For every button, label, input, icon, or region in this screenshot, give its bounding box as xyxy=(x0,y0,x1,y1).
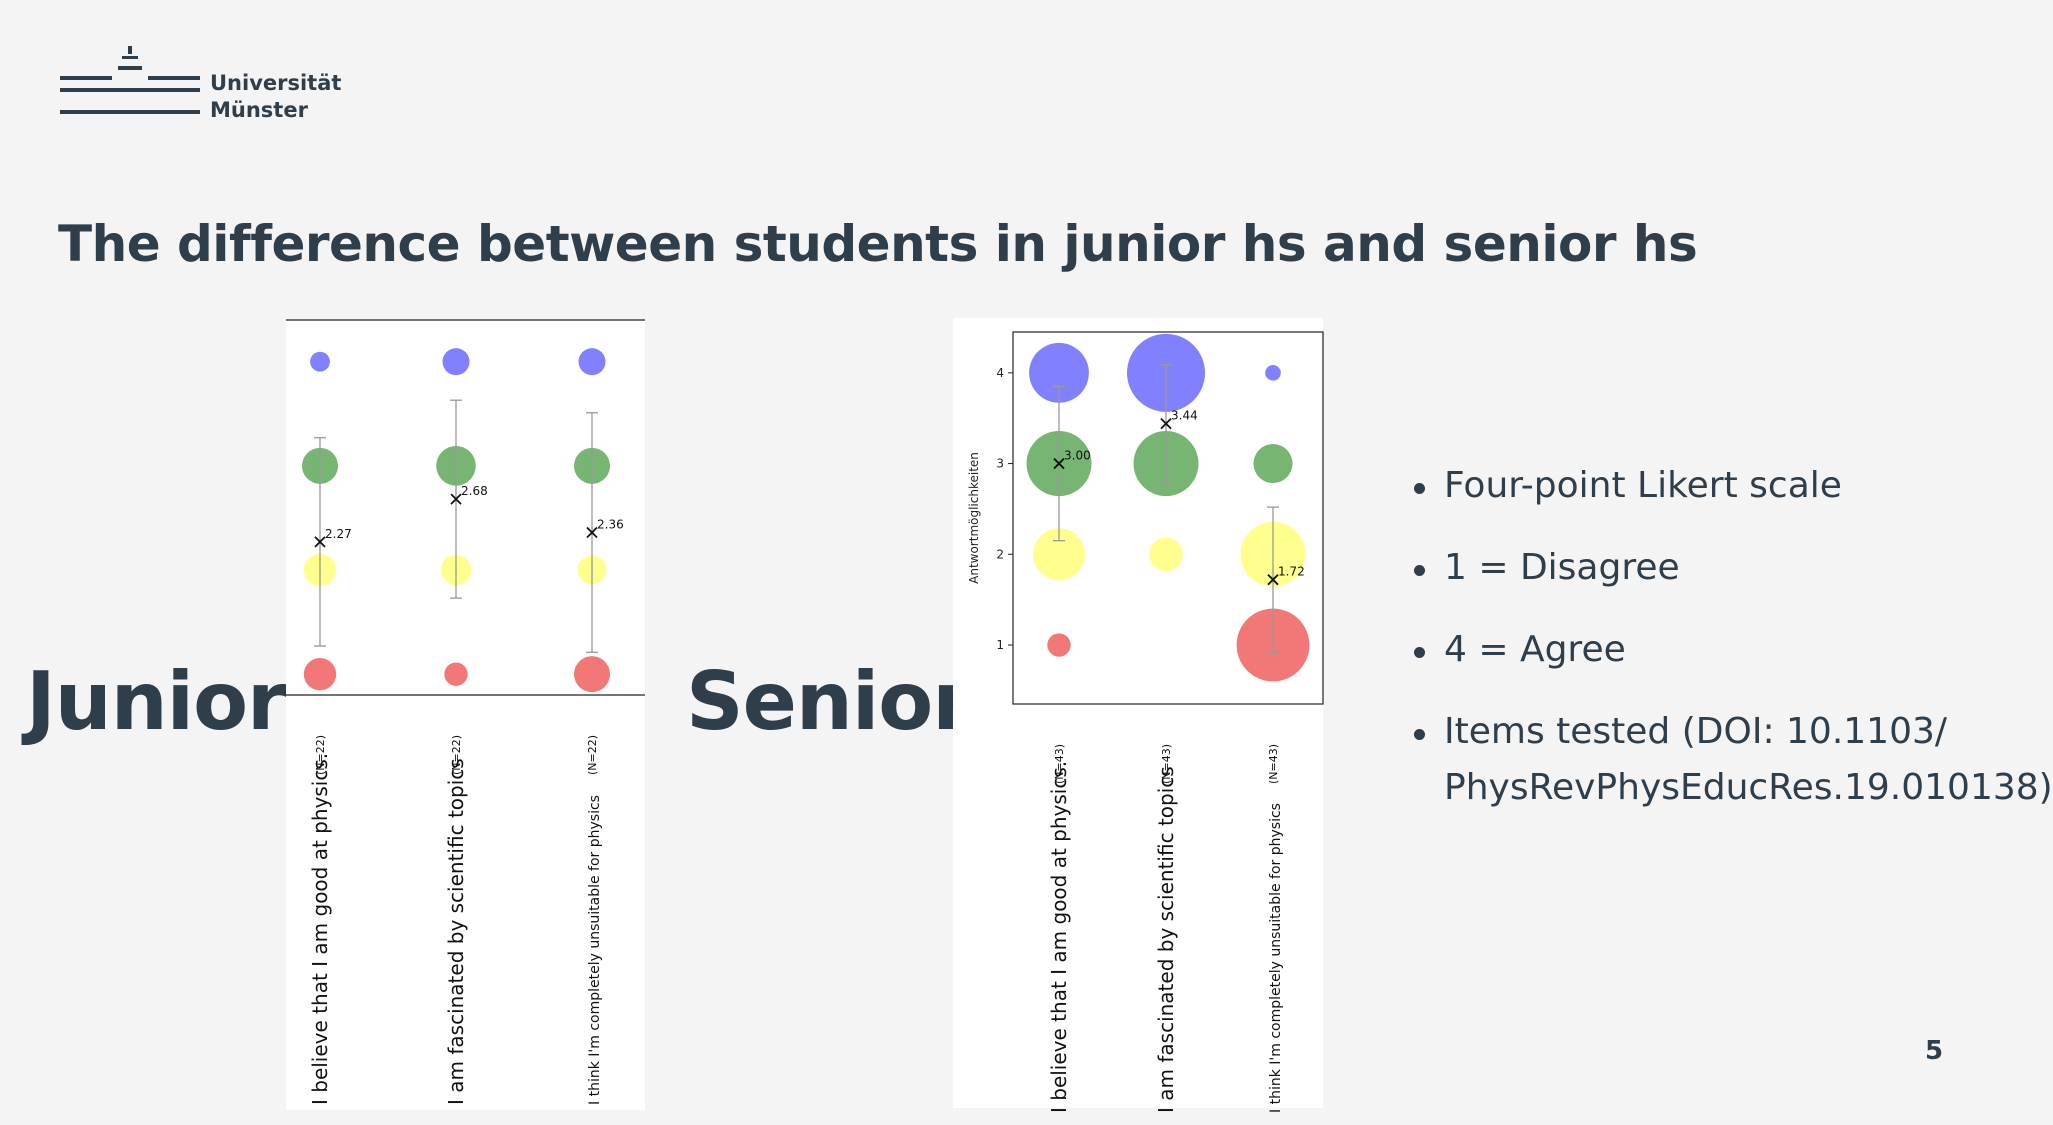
item-label: I think I'm completely unsuitable for ph… xyxy=(587,795,603,1105)
item-n-label: (N=43) xyxy=(1160,744,1173,784)
response-bubble xyxy=(1265,365,1281,381)
item-label: I think I'm completely unsuitable for ph… xyxy=(1268,803,1284,1113)
response-bubble xyxy=(303,657,337,691)
item-n-label: (N=43) xyxy=(1267,744,1280,784)
item-label: I am fascinated by scientific topics xyxy=(1154,766,1178,1113)
page-number: 5 xyxy=(1925,1036,1944,1066)
bullet-dot-icon xyxy=(1414,483,1425,494)
mean-value-label: 2.36 xyxy=(597,518,624,532)
y-tick-label: 3 xyxy=(996,457,1004,471)
bullet-text: Four-point Likert scale xyxy=(1444,465,1842,506)
item-n-label: (N=22) xyxy=(450,735,463,775)
bullet-text: 1 = Disagree xyxy=(1444,547,1680,588)
response-bubble xyxy=(578,348,606,376)
item-label: I am fascinated by scientific topics xyxy=(444,758,468,1105)
bullet-item: Items tested (DOI: 10.1103/ xyxy=(1408,704,2053,760)
response-bubble xyxy=(1253,444,1293,484)
y-tick-label: 4 xyxy=(996,366,1004,380)
item-n-label: (N=22) xyxy=(314,735,327,775)
item-label: I believe that I am good at physics. xyxy=(1047,761,1071,1113)
bullet-item: Four-point Likert scale xyxy=(1408,458,2053,514)
university-name: Universität Münster xyxy=(210,70,341,124)
item-n-label: (N=43) xyxy=(1053,744,1066,784)
y-tick-label: 1 xyxy=(996,638,1004,652)
response-bubble xyxy=(1149,537,1183,572)
response-bubble xyxy=(1029,342,1089,403)
slide-title: The difference between students in junio… xyxy=(58,215,1698,273)
mean-marker xyxy=(450,493,462,505)
y-axis-label: Antwortmöglichkeiten xyxy=(967,452,981,584)
junior-chart-panel: 2.27(N=22)I believe that I am good at ph… xyxy=(286,319,645,1110)
bullet-text: 4 = Agree xyxy=(1444,629,1626,670)
bullet-text: Items tested (DOI: 10.1103/ xyxy=(1444,711,1948,752)
mean-marker xyxy=(586,526,598,539)
mean-marker xyxy=(1160,418,1172,430)
response-bubble xyxy=(1033,528,1085,581)
bullet-text: PhysRevPhysEducRes.19.010138) xyxy=(1444,767,2053,808)
university-name-line2: Münster xyxy=(210,98,308,122)
senior-label: Senior xyxy=(686,655,972,748)
plot-frame xyxy=(1012,331,1324,705)
bullet-dot-icon xyxy=(1414,729,1425,740)
response-bubble xyxy=(574,656,610,693)
mean-value-label: 2.27 xyxy=(325,527,352,541)
mean-value-label: 3.00 xyxy=(1064,449,1091,463)
response-bubble xyxy=(1047,633,1071,657)
y-tick-label: 2 xyxy=(996,547,1004,561)
bullet-dot-icon xyxy=(1414,565,1425,576)
mean-marker xyxy=(1053,457,1065,470)
item-label: I believe that I am good at physics. xyxy=(308,753,332,1105)
mean-value-label: 1.72 xyxy=(1278,565,1305,579)
bullet-item: 4 = Agree xyxy=(1408,622,2053,678)
bullet-dot-icon xyxy=(1414,647,1425,658)
bullet-item: 1 = Disagree xyxy=(1408,540,2053,596)
response-bubble xyxy=(442,348,470,376)
mean-value-label: 2.68 xyxy=(461,484,488,498)
item-n-label: (N=22) xyxy=(586,735,599,775)
response-bubble xyxy=(444,662,468,686)
junior-label: Junior xyxy=(26,655,287,748)
junior-bubble-chart: 2.27(N=22)I believe that I am good at ph… xyxy=(286,319,645,1105)
mean-marker xyxy=(1267,574,1279,586)
bullet-item-continuation: PhysRevPhysEducRes.19.010138) xyxy=(1408,760,2053,816)
mean-marker xyxy=(314,536,326,548)
bullet-list: Four-point Likert scale 1 = Disagree 4 =… xyxy=(1408,458,2053,842)
university-name-line1: Universität xyxy=(210,71,342,95)
mean-value-label: 3.44 xyxy=(1171,409,1198,423)
response-bubble xyxy=(310,351,330,372)
university-logo-icon xyxy=(60,46,200,114)
